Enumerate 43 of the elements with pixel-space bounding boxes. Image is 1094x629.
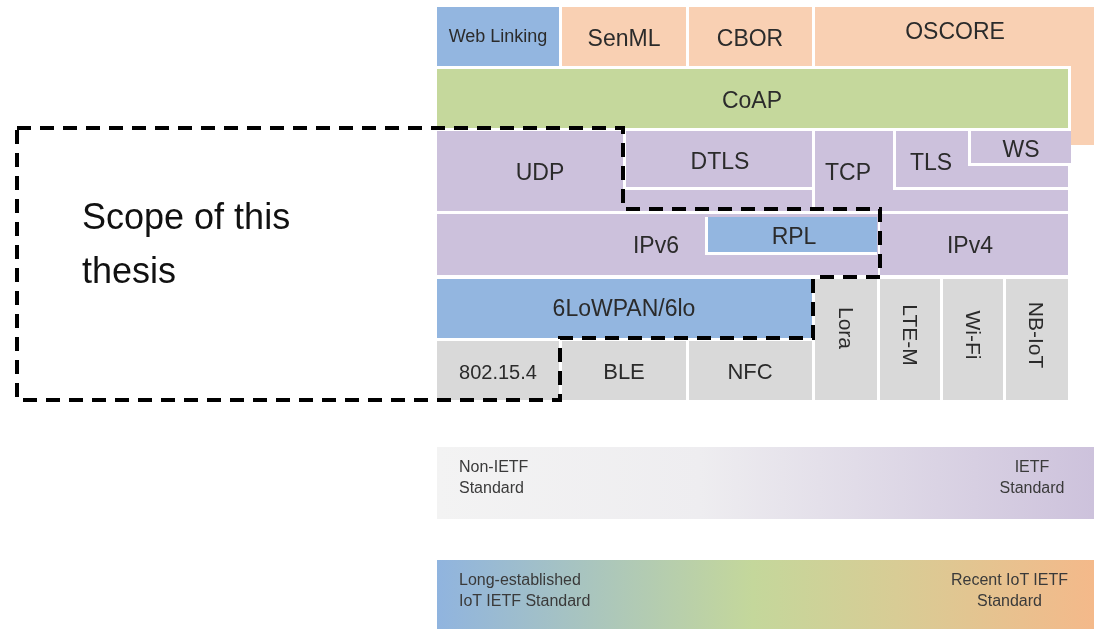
protocol-layer xyxy=(880,214,1068,275)
layer-label: BLE xyxy=(603,360,645,384)
layer-label: TLS xyxy=(909,149,953,175)
layer-label: IPv6 xyxy=(633,232,679,258)
layer-label: UDP xyxy=(515,159,565,185)
protocol-layer xyxy=(815,131,1068,211)
scale-end-label: IETF Standard xyxy=(998,457,1066,498)
scope-label: Scope of this thesis xyxy=(82,195,292,293)
layer-label: OSCORE xyxy=(905,18,1005,44)
link-layer xyxy=(815,279,877,400)
layer-label: RPL xyxy=(771,223,817,249)
layer-label: 6LoWPAN/6lo xyxy=(552,295,696,321)
protocol-layer xyxy=(689,7,812,66)
layer-label: Lora xyxy=(835,307,857,349)
link-layer xyxy=(880,279,940,400)
layer-label: TCP xyxy=(825,159,871,185)
layer-label: CBOR xyxy=(716,25,784,51)
protocol-layer xyxy=(623,131,812,190)
layer-label: 802.15.4 xyxy=(459,361,537,383)
protocol-layer xyxy=(705,217,877,255)
scale-end-label: Long-established IoT IETF Standard xyxy=(459,570,592,611)
protocol-layer xyxy=(437,69,1068,128)
scale-end-label: Non-IETF Standard xyxy=(459,457,530,498)
layer-label: NFC xyxy=(727,360,773,384)
layer-label: IPv4 xyxy=(947,232,993,258)
layer-label: SenML xyxy=(587,25,661,51)
scale-end-label: Recent IoT IETF Standard xyxy=(949,570,1070,611)
protocol-layer xyxy=(893,131,1068,190)
protocol-layer xyxy=(968,131,1071,166)
protocol-layer xyxy=(562,7,686,66)
link-layer xyxy=(943,279,1003,400)
link-layer xyxy=(689,341,812,400)
web-linking-layer xyxy=(437,7,559,66)
link-layer xyxy=(1006,279,1068,400)
protocol-layer xyxy=(437,131,812,211)
link-layer xyxy=(562,341,686,400)
layer-label: DTLS xyxy=(690,148,750,174)
layer-label: CoAP xyxy=(721,87,783,113)
layer-label: NB-IoT xyxy=(1025,301,1047,369)
layer-label: WS xyxy=(1002,136,1040,162)
layer-label: Wi-Fi xyxy=(962,310,984,360)
layer-label: Web Linking xyxy=(447,26,549,46)
layer-label: LTE-M xyxy=(899,304,921,366)
